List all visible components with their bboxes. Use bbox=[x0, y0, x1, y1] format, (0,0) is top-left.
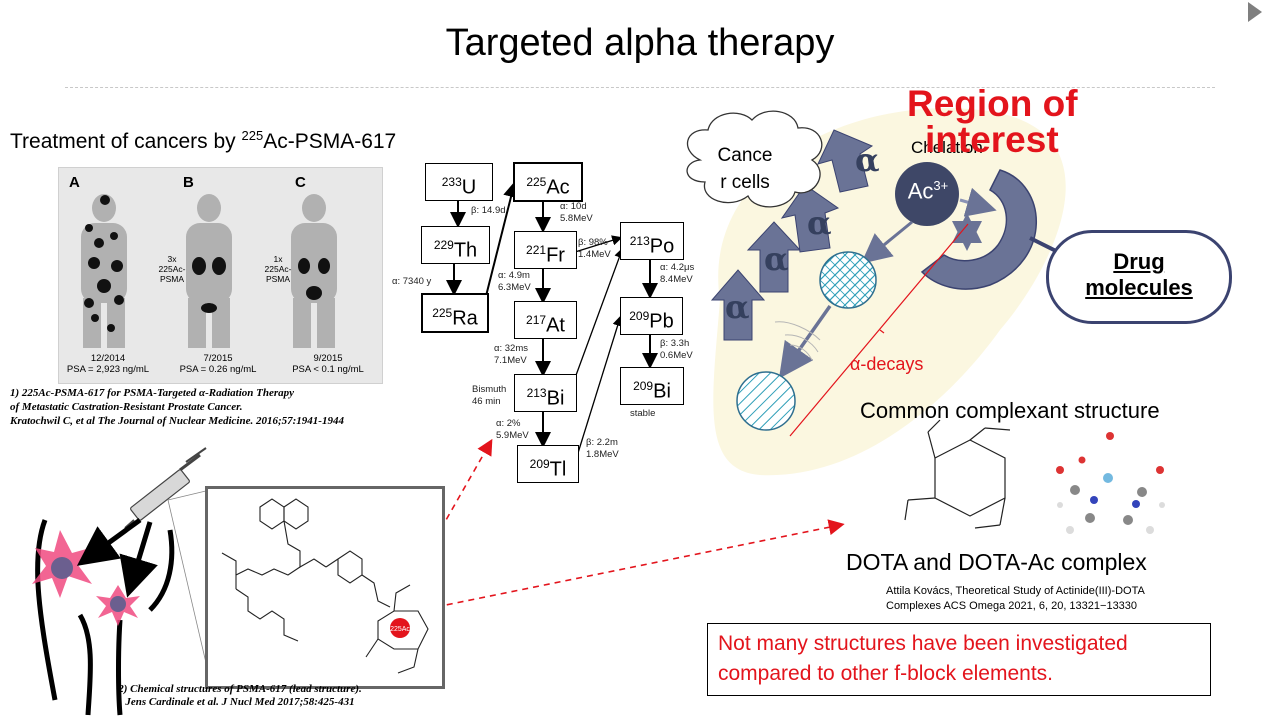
alpha-symbol-4: α bbox=[855, 141, 880, 179]
treatment-compound: Ac-PSMA-617 bbox=[263, 130, 397, 153]
label-ra-ac: β: 14.9d bbox=[471, 205, 506, 216]
title-divider bbox=[65, 87, 1215, 88]
nuclide-ac225: 225Ac bbox=[513, 162, 583, 202]
pet-label-c: C bbox=[295, 174, 306, 191]
treatment-text: Treatment of cancers by bbox=[10, 130, 242, 153]
dota-complex-caption: DOTA and DOTA-Ac complex bbox=[846, 549, 1147, 575]
label-bi-tl: α: 2%5.9MeV bbox=[496, 418, 529, 441]
nuclide-ra225: 225Ra bbox=[421, 293, 489, 333]
corner-triangle-icon bbox=[1248, 2, 1262, 22]
reference-3: Attila Kovács, Theoretical Study of Acti… bbox=[886, 585, 1145, 612]
label-fr-po: β: 98%1.4MeV bbox=[578, 237, 611, 260]
syringe-icon bbox=[124, 447, 207, 529]
alpha-symbol-2: α bbox=[764, 240, 789, 278]
dota-structure-drawing bbox=[904, 419, 1011, 529]
reference-2: 2) Chemical structures of PSMA-617 (lead… bbox=[118, 683, 362, 708]
nuclide-at217: 217At bbox=[514, 301, 577, 339]
cancer-cells-cloud bbox=[686, 110, 823, 208]
label-stable: stable bbox=[630, 408, 656, 419]
ac-center-badge: 225Ac bbox=[390, 626, 410, 633]
nuclide-th229: 229Th bbox=[421, 226, 490, 264]
pet-label-b: B bbox=[183, 174, 194, 191]
nuclide-fr221: 221Fr bbox=[514, 231, 577, 269]
body-outline-icon bbox=[35, 519, 175, 716]
psma-617-structure-drawing: 225Ac bbox=[221, 498, 429, 674]
psma-617-structure-box: 225Ac bbox=[205, 486, 445, 689]
region-of-interest-title: Region of interest bbox=[907, 83, 1078, 160]
alpha-arrows bbox=[710, 129, 874, 341]
nuclide-bi213: 213Bi bbox=[514, 374, 577, 412]
treatment-heading: Treatment of cancers by 225Ac-PSMA-617 bbox=[10, 128, 396, 154]
ac-ion-sphere bbox=[895, 162, 959, 226]
ac-ion-label: Ac3+ bbox=[907, 178, 949, 204]
treatment-isotope-mass: 225 bbox=[241, 128, 264, 143]
warning-callout: Not many structures have been investigat… bbox=[707, 623, 1211, 696]
cancer-cells-label: Cance r cells bbox=[717, 145, 773, 193]
nuclide-pb209: 209Pb bbox=[620, 297, 683, 335]
label-th-ra: α: 7340 y bbox=[392, 276, 432, 287]
drug-molecules-bubble: Drug molecules bbox=[1046, 230, 1232, 324]
nuclide-bi209: 209Bi bbox=[620, 367, 684, 405]
nuclide-u233: 233U bbox=[425, 163, 493, 201]
pet-scan-images bbox=[81, 194, 337, 348]
decay-chain-arrows bbox=[446, 181, 658, 454]
alpha-decays-label: α-decays bbox=[850, 354, 924, 374]
dota-ac-complex-3d bbox=[1056, 432, 1165, 534]
reference-1: 1) 225Ac-PSMA-617 for PSMA-Targeted α-Ra… bbox=[10, 387, 344, 427]
common-structure-heading: Common complexant structure bbox=[860, 398, 1160, 423]
nuclide-tl209: 209Tl bbox=[517, 445, 579, 483]
alpha-symbol-3: α bbox=[807, 204, 832, 242]
tumor-targets bbox=[32, 530, 140, 626]
chelation-label: Chelation bbox=[911, 138, 983, 157]
alpha-symbol-1: α bbox=[725, 288, 750, 326]
pet-label-a: A bbox=[69, 174, 80, 191]
slide-title: Targeted alpha therapy bbox=[445, 22, 835, 64]
chelator-crescent bbox=[920, 169, 1037, 290]
nuclide-po213: 213Po bbox=[620, 222, 684, 260]
